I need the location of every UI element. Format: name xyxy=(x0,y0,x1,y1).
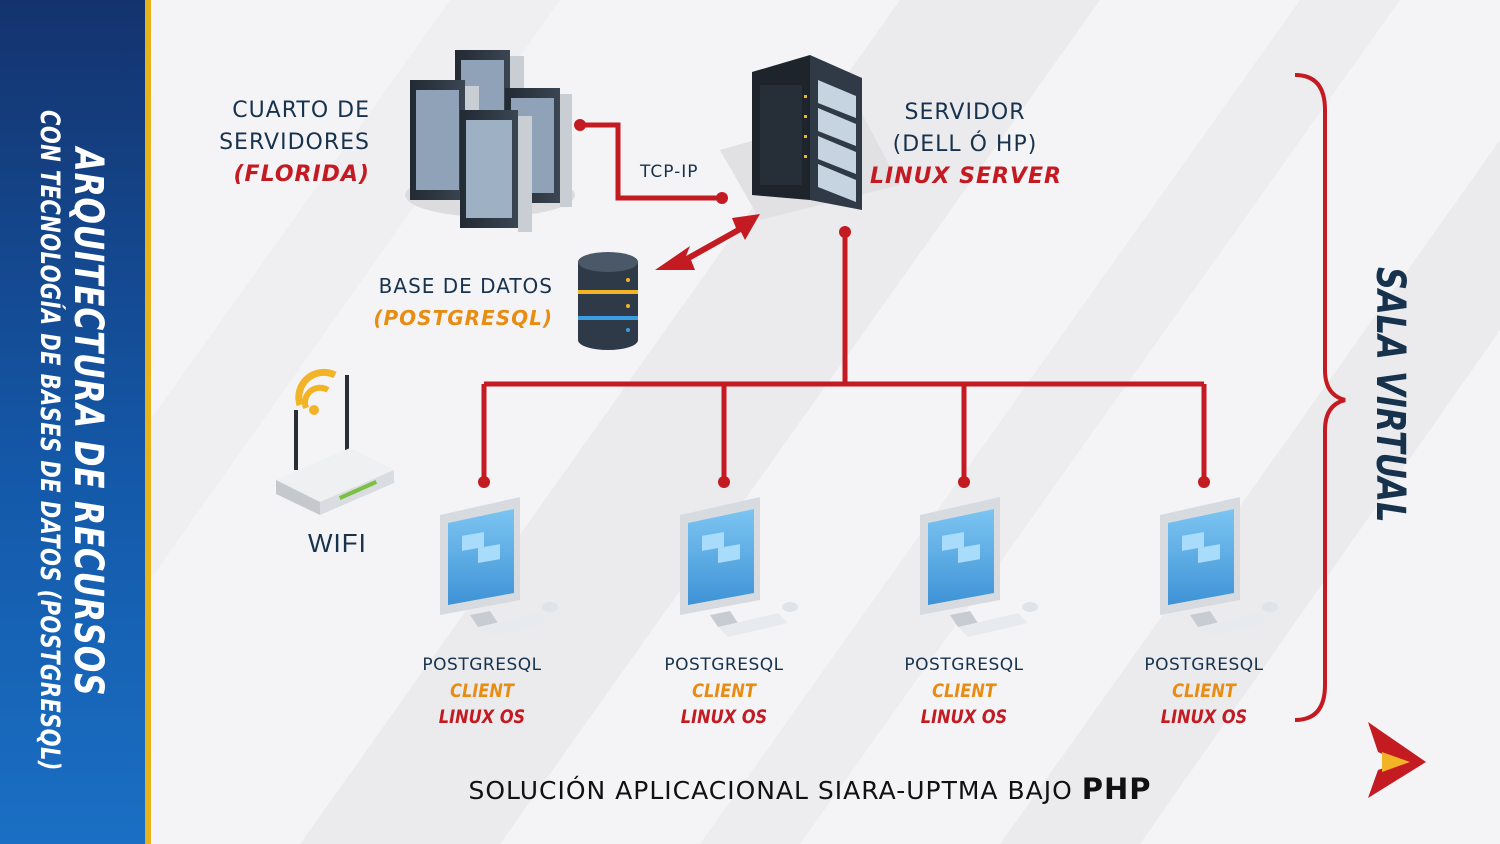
client-os: LINUX OS xyxy=(920,706,1008,728)
server-line2: (DELL Ó HP) xyxy=(892,132,1038,157)
sidebar xyxy=(0,0,145,844)
curly-brace xyxy=(1294,73,1346,722)
client-computer-icon-2 xyxy=(680,497,798,637)
server-room-location: (FLORIDA) xyxy=(233,162,370,187)
server-room-label: CUARTO DE SERVIDORES (FLORIDA) xyxy=(200,95,370,191)
client-role: CLIENT xyxy=(1172,680,1236,702)
server-os: LINUX SERVER xyxy=(870,164,1062,189)
client-os: LINUX OS xyxy=(680,706,768,728)
connection-lines xyxy=(481,122,1207,482)
database-title: BASE DE DATOS xyxy=(378,274,553,298)
server-line1: SERVIDOR xyxy=(904,100,1026,125)
sidebar-stripe xyxy=(145,0,151,844)
server-room-icon xyxy=(405,50,575,232)
client-label-1: POSTGRESQL CLIENT LINUX OS xyxy=(382,652,582,730)
client-name: POSTGRESQL xyxy=(422,655,542,675)
brand-logo-icon xyxy=(1368,722,1426,798)
client-computer-icon-4 xyxy=(1160,497,1278,637)
client-computer-icon-3 xyxy=(920,497,1038,637)
client-label-2: POSTGRESQL CLIENT LINUX OS xyxy=(624,652,824,730)
client-os: LINUX OS xyxy=(1160,706,1248,728)
client-name: POSTGRESQL xyxy=(664,655,784,675)
main-server-icon xyxy=(720,55,900,220)
wifi-router-icon xyxy=(276,368,394,515)
database-label: BASE DE DATOS (POSTGRESQL) xyxy=(370,270,553,334)
database-icon xyxy=(578,252,638,350)
client-name: POSTGRESQL xyxy=(1144,655,1264,675)
tcp-ip-label: TCP-IP xyxy=(640,162,699,182)
client-os: LINUX OS xyxy=(438,706,526,728)
server-room-line1: CUARTO DE xyxy=(232,98,370,123)
wifi-label: WIFI xyxy=(308,528,367,558)
client-role: CLIENT xyxy=(932,680,996,702)
client-name: POSTGRESQL xyxy=(904,655,1024,675)
footer-text: SOLUCIÓN APLICACIONAL SIARA-UPTMA BAJO xyxy=(468,776,1073,805)
connection-nodes xyxy=(478,119,1210,488)
group-label-text: SALA VIRTUAL xyxy=(1367,267,1413,523)
group-label: SALA VIRTUAL xyxy=(1367,215,1413,575)
client-label-3: POSTGRESQL CLIENT LINUX OS xyxy=(864,652,1064,730)
server-room-line2: SERVIDORES xyxy=(219,130,370,155)
footer: SOLUCIÓN APLICACIONAL SIARA-UPTMA BAJO P… xyxy=(350,772,1270,806)
client-role: CLIENT xyxy=(450,680,514,702)
double-arrow-icon xyxy=(655,214,760,270)
client-computer-icon-1 xyxy=(440,497,558,637)
client-label-4: POSTGRESQL CLIENT LINUX OS xyxy=(1104,652,1304,730)
client-role: CLIENT xyxy=(692,680,756,702)
server-label: SERVIDOR (DELL Ó HP) LINUX SERVER xyxy=(870,97,1062,193)
footer-emphasis: PHP xyxy=(1081,772,1152,806)
database-engine: (POSTGRESQL) xyxy=(373,306,553,330)
